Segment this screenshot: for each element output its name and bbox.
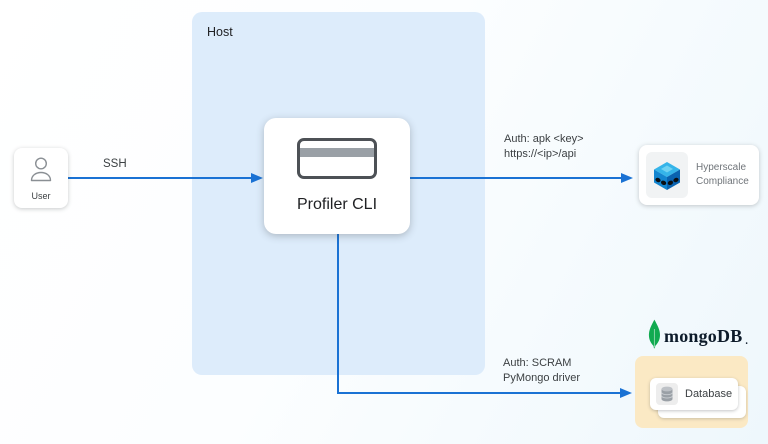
api-edge-label-line2: https://<ip>/api	[504, 148, 577, 160]
mongodb-wordmark: mongoDB	[664, 325, 743, 346]
hyperscale-compliance-node: Hyperscale Compliance	[639, 145, 759, 205]
mongodb-leaf-icon	[648, 319, 661, 354]
hyperscale-compliance-label: Hyperscale Compliance	[696, 161, 749, 189]
scram-edge-label-line2: PyMongo driver	[503, 372, 581, 384]
api-edge-label-line1: Auth: apk <key>	[504, 133, 584, 145]
database-arrow	[337, 234, 632, 398]
hyperscale-cube-icon	[646, 152, 688, 198]
user-node: User	[14, 148, 68, 208]
mongodb-logo: mongoDB .	[648, 319, 748, 354]
hyperscale-label-line2: Compliance	[696, 176, 749, 187]
scram-edge-label: Auth: SCRAM PyMongo driver	[503, 356, 580, 386]
database-label: Database	[685, 388, 733, 400]
cli-card-icon	[297, 138, 377, 179]
host-label: Host	[207, 25, 233, 39]
user-icon	[28, 156, 54, 188]
hyperscale-label-line1: Hyperscale	[696, 162, 747, 173]
database-node: Database	[650, 378, 738, 410]
api-edge-label: Auth: apk <key> https://<ip>/api	[504, 132, 584, 162]
user-label: User	[31, 190, 51, 201]
scram-edge-label-line1: Auth: SCRAM	[503, 357, 572, 369]
profiler-cli-node: Profiler CLI	[264, 118, 410, 234]
cli-card-stripe	[300, 148, 374, 157]
ssh-edge-label: SSH	[103, 158, 127, 170]
mongodb-trademark-dot: .	[745, 336, 748, 347]
profiler-cli-label: Profiler CLI	[296, 196, 378, 213]
database-icon	[656, 383, 678, 405]
